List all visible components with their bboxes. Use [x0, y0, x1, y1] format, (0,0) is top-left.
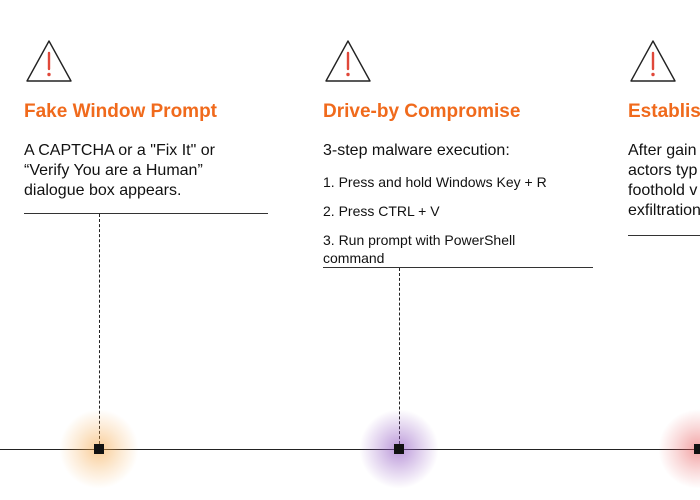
step-divider [628, 235, 700, 236]
step-description: A CAPTCHA or a "Fix It" or “Verify You a… [24, 142, 215, 199]
step-heading: Establis [628, 101, 700, 122]
step-heading: Fake Window Prompt [24, 101, 218, 122]
list-item: 1. Press and hold Windows Key + R [323, 174, 547, 190]
connector-line [99, 214, 100, 449]
list-item: 2. Press CTRL + V [323, 203, 440, 219]
list-item: 3. Run prompt with PowerShell command [323, 232, 516, 266]
step-heading: Drive-by Compromise [323, 101, 521, 122]
step-description: 3-step malware execution: 1. Press and h… [323, 141, 568, 278]
step-intro: 3-step malware execution: [323, 142, 510, 159]
step-establish: Establis After gain actors typ foothold … [628, 38, 700, 238]
connector-line [399, 268, 400, 449]
step-fake-window-prompt: Fake Window Prompt A CAPTCHA or a "Fix I… [24, 38, 274, 218]
step-instructions-list: 1. Press and hold Windows Key + R 2. Pre… [323, 173, 568, 267]
warning-icon [325, 40, 371, 82]
timeline-axis [0, 449, 700, 450]
timeline-node [694, 444, 700, 454]
step-divider [24, 213, 268, 214]
step-divider [323, 267, 593, 268]
timeline-node [394, 444, 404, 454]
step-drive-by-compromise: Drive-by Compromise 3-step malware execu… [323, 38, 598, 270]
step-description: After gain actors typ foothold v exfiltr… [628, 142, 700, 219]
warning-icon [26, 40, 72, 82]
warning-icon [630, 40, 676, 82]
timeline-node [94, 444, 104, 454]
